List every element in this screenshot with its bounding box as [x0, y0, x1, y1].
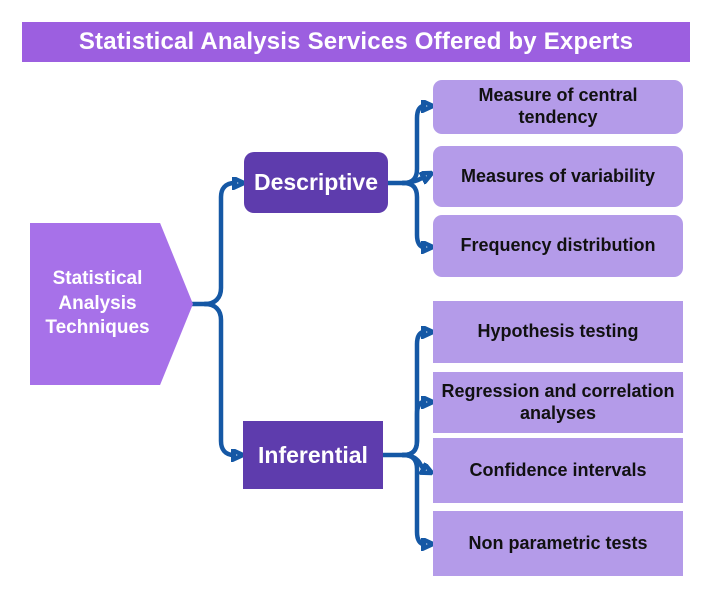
leaf-label: Measures of variability: [460, 165, 656, 186]
connector-root-to-inferential: [202, 301, 234, 455]
leaf-hypothesis-testing: Hypothesis testing: [433, 301, 683, 363]
branch-inferential-label: Inferential: [258, 441, 368, 468]
leaf-measures-of-variability: Measures of variability: [433, 146, 683, 207]
root-node-label: Statistical Analysis Techniques: [45, 267, 150, 339]
leaf-label: Non parametric tests: [468, 532, 648, 553]
connector-descriptive-group: [385, 106, 424, 247]
leaf-label: Regression and correlation analyses: [441, 380, 675, 423]
connector-to-regression: [400, 402, 424, 458]
leaf-measure-of-central-tendency: Measure of central tendency: [433, 80, 683, 134]
leaf-label: Frequency distribution: [460, 235, 656, 256]
branch-node-descriptive: Descriptive: [244, 152, 388, 213]
diagram-title: Statistical Analysis Services Offered by…: [22, 22, 690, 62]
connector-to-confidence: [400, 452, 424, 469]
leaf-non-parametric-tests: Non parametric tests: [433, 511, 683, 576]
root-node-statistical-analysis-techniques: Statistical Analysis Techniques: [30, 223, 193, 385]
branch-node-inferential: Inferential: [243, 421, 383, 489]
connector-to-variability: [400, 177, 424, 186]
connector-inferential-group: [380, 332, 424, 544]
connector-to-frequency: [400, 180, 424, 247]
leaf-frequency-distribution: Frequency distribution: [433, 215, 683, 277]
connector-root-group: [189, 183, 235, 455]
leaf-label: Hypothesis testing: [477, 321, 639, 342]
branch-descriptive-label: Descriptive: [253, 169, 378, 195]
leaf-label: Measure of central tendency: [478, 85, 638, 127]
connector-to-hypothesis: [400, 332, 424, 458]
leaf-regression-correlation: Regression and correlation analyses: [433, 372, 683, 433]
leaf-confidence-intervals: Confidence intervals: [433, 438, 683, 503]
connector-to-nonparametric: [400, 452, 424, 544]
leaf-label: Confidence intervals: [469, 459, 647, 480]
connector-to-central-tendency: [400, 106, 424, 186]
connector-root-to-descriptive: [202, 183, 235, 307]
